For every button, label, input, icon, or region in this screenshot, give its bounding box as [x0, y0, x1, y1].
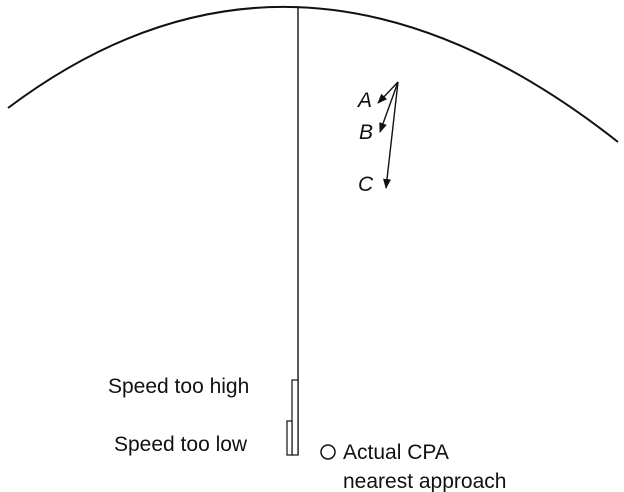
- vector-a-arrow: [377, 81, 399, 104]
- vector-b-arrow: [379, 81, 399, 133]
- nearest-approach-label: nearest approach: [343, 470, 506, 492]
- speed-too-high-bar: [291, 379, 299, 456]
- vector-c-arrow: [383, 81, 399, 189]
- speed-too-low-bar: [286, 420, 293, 456]
- speed-too-low-label: Speed too low: [114, 433, 248, 456]
- vector-a-label: A: [356, 89, 372, 112]
- actual-cpa-marker: [320, 444, 336, 460]
- range-ring-arc: [7, 6, 619, 143]
- speed-too-high-label: Speed too high: [108, 375, 249, 398]
- vector-c-label: C: [358, 173, 374, 196]
- actual-cpa-label: Actual CPA: [343, 441, 449, 464]
- vector-b-label: B: [359, 121, 373, 144]
